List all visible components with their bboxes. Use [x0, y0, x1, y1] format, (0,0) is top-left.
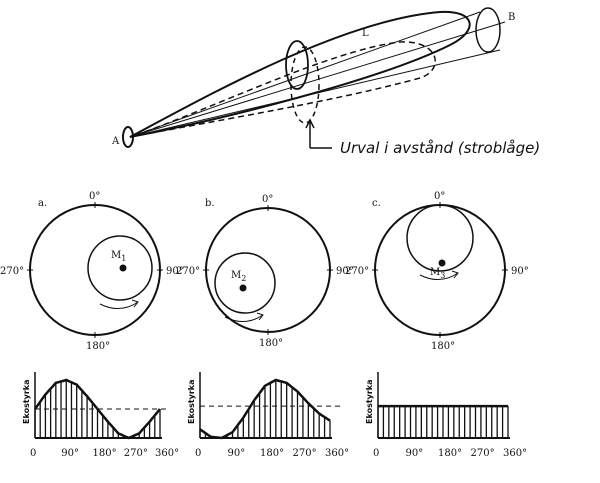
circle-panel: c. 0° 90° 180° 270° M3 — [345, 191, 529, 352]
cylinder-end — [475, 7, 501, 53]
y-axis-label: Ekostyrka — [187, 379, 196, 424]
label-90deg: 90° — [511, 266, 529, 277]
x-tick-label: 0 — [373, 448, 379, 459]
x-tick-label: 360° — [325, 448, 349, 459]
target-point — [438, 259, 446, 267]
label-0deg: 0° — [89, 191, 100, 202]
label-90deg: 90° — [336, 266, 354, 277]
x-tick-label: 90° — [61, 448, 79, 459]
x-tick-label: 360° — [503, 448, 527, 459]
target-point — [239, 284, 247, 292]
x-tick-label: 270° — [471, 448, 495, 459]
point-letter: M — [231, 270, 241, 281]
x-tick-label: 270° — [293, 448, 317, 459]
label-270deg: 270° — [176, 266, 200, 277]
x-tick-label: 90° — [228, 448, 246, 459]
echo-curve — [33, 378, 161, 440]
label-90deg: 90° — [166, 266, 184, 277]
x-tick-label: 180° — [438, 448, 462, 459]
echo-chart: 0 90° 180° 270° 360° Ekostyrka — [22, 372, 179, 459]
label-270deg: 270° — [0, 266, 24, 277]
point-subscript: 1 — [121, 254, 126, 263]
x-tick-label: 180° — [93, 448, 117, 459]
antenna — [122, 126, 134, 148]
x-tick-label: 90° — [406, 448, 424, 459]
label-180deg: 180° — [431, 341, 455, 352]
point-label: M3 — [430, 267, 445, 280]
caption-arrow — [305, 118, 332, 149]
beam-edge — [129, 11, 481, 138]
rotation-arrow — [99, 299, 139, 309]
echo-curve — [199, 378, 331, 440]
beam-circle — [87, 235, 153, 301]
panel-letter: a. — [38, 198, 47, 209]
apex-label: A — [111, 136, 120, 147]
echo-chart: 0 90° 180° 270° 360° Ekostyrka — [187, 372, 349, 459]
scan-ring-dashed — [290, 46, 320, 124]
y-axis-label: Ekostyrka — [22, 379, 31, 424]
beam-axis — [129, 21, 506, 138]
circle-panel: b. 0° 90° 180° 270° M2 — [176, 194, 354, 349]
point-subscript: 2 — [241, 274, 246, 283]
point-label: M1 — [111, 250, 126, 263]
point-label: M2 — [231, 270, 246, 283]
y-axis-label: Ekostyrka — [365, 379, 374, 424]
label-270deg: 270° — [345, 266, 369, 277]
range-gate-ring — [285, 40, 309, 90]
target-label: B — [508, 12, 515, 23]
point-subscript: 3 — [440, 271, 445, 280]
point-letter: M — [430, 267, 440, 278]
label-180deg: 180° — [259, 338, 283, 349]
x-tick-label: 270° — [124, 448, 148, 459]
label-0deg: 0° — [434, 191, 445, 202]
range-gate-caption: Urval i avstånd (stroblåge) — [340, 139, 540, 157]
lobe-label: L — [362, 28, 369, 39]
label-0deg: 0° — [262, 194, 273, 205]
x-tick-label: 0 — [195, 448, 201, 459]
circle-panel: a. 0° 90° 180° 270° M1 — [0, 191, 184, 352]
beam-edge-low — [129, 49, 501, 138]
scan-ellipse-dashed — [129, 41, 437, 138]
echo-chart: 0 90° 180° 270° 360° Ekostyrka — [365, 372, 527, 459]
panel-letter: c. — [372, 198, 381, 209]
scan-circle — [29, 204, 161, 336]
rotation-arrow — [224, 312, 264, 322]
beam-circle — [214, 252, 276, 314]
beam-lobe — [129, 10, 471, 138]
x-tick-label: 360° — [155, 448, 179, 459]
panel-letter: b. — [205, 198, 215, 209]
rotation-arrow — [419, 270, 459, 280]
x-tick-label: 0 — [30, 448, 36, 459]
beam-figure — [122, 7, 506, 149]
x-tick-label: 180° — [260, 448, 284, 459]
label-180deg: 180° — [86, 341, 110, 352]
scan-circle — [205, 207, 331, 333]
point-letter: M — [111, 250, 121, 261]
target-point — [119, 264, 127, 272]
